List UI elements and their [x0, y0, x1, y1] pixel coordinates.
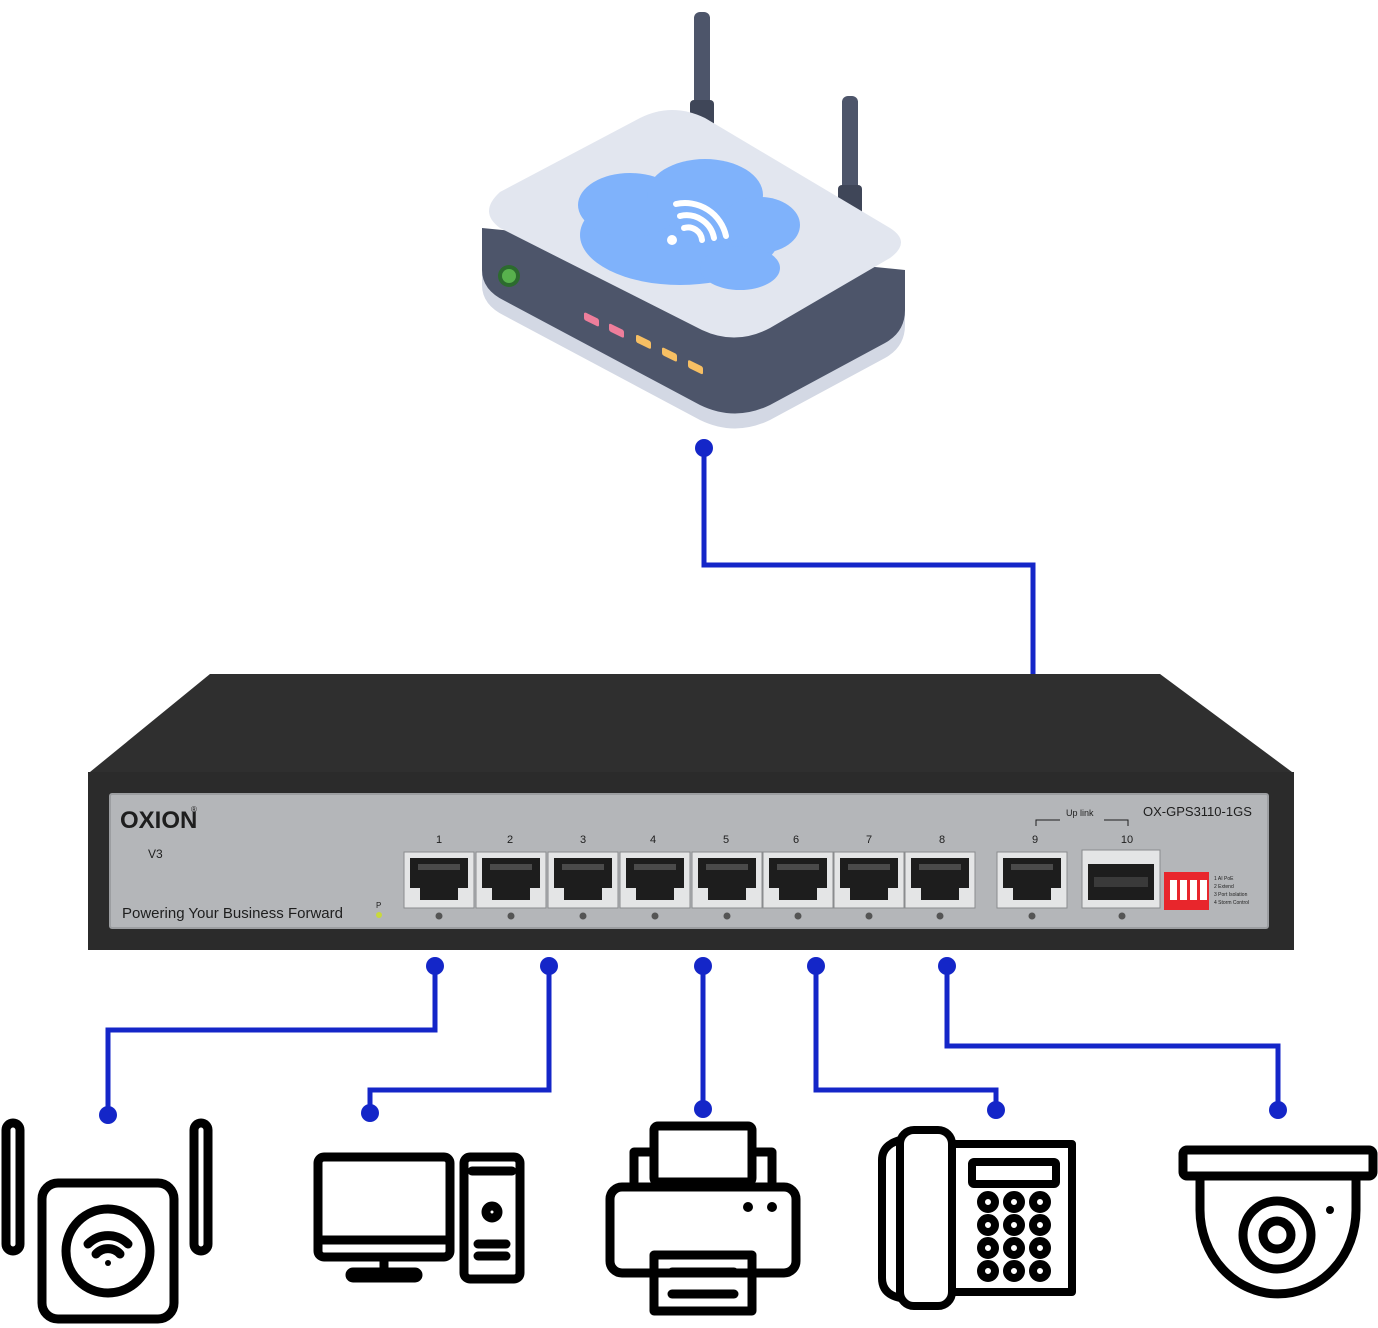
port-number-3: 3	[580, 834, 586, 846]
port-number-10: 10	[1121, 834, 1133, 846]
cable-port1-ap	[105, 966, 438, 1115]
power-led	[376, 912, 382, 918]
dome-camera-icon	[1178, 1145, 1378, 1299]
registered-mark: ®	[191, 805, 197, 814]
port-number-2: 2	[507, 834, 513, 846]
rj45-port-6	[762, 851, 834, 920]
switch-model: OX-GPS3110-1GS	[1143, 804, 1252, 819]
printer-icon	[605, 1121, 801, 1316]
port-number-4: 4	[650, 834, 656, 846]
rj45-port-2	[475, 851, 547, 920]
switch-version: V3	[148, 847, 163, 861]
dip-option-4: 4 Storm Control	[1214, 900, 1249, 906]
connection-lines	[105, 448, 1281, 1115]
port-number-1: 1	[436, 834, 442, 846]
dip-option-2: 2 Extend	[1214, 884, 1234, 890]
sfp-port-10	[1081, 849, 1161, 920]
rj45-port-9	[996, 851, 1068, 920]
port-number-6: 6	[793, 834, 799, 846]
rj45-port-5	[691, 851, 763, 920]
desk-phone-icon	[878, 1126, 1076, 1310]
ethernet-ports	[403, 851, 1068, 920]
dip-switch	[1164, 872, 1209, 910]
router-icon	[482, 12, 905, 429]
cable-port8-camera	[944, 966, 1281, 1110]
rj45-port-7	[833, 851, 905, 920]
switch-icon	[88, 674, 1294, 950]
uplink-bracket	[1035, 819, 1060, 826]
desktop-computer-icon	[313, 1152, 525, 1284]
rj45-port-1	[403, 851, 475, 920]
wifi-access-point-icon	[1, 1118, 213, 1324]
port-number-9: 9	[1032, 834, 1038, 846]
cable-port5-phone	[813, 966, 999, 1110]
port-number-5: 5	[723, 834, 729, 846]
switch-brand: OXION	[120, 807, 197, 834]
dip-option-3: 3 Port Isolation	[1214, 892, 1248, 898]
power-led-label: P	[376, 901, 381, 910]
rj45-port-8	[904, 851, 976, 920]
switch-slogan: Powering Your Business Forward	[122, 905, 343, 922]
rj45-port-4	[619, 851, 691, 920]
rj45-port-3	[547, 851, 619, 920]
port-number-8: 8	[939, 834, 945, 846]
port-number-7: 7	[866, 834, 872, 846]
cable-port2-pc	[367, 966, 552, 1113]
uplink-label: Up link	[1066, 808, 1094, 818]
dip-option-1: 1 AI PoE	[1214, 876, 1234, 882]
